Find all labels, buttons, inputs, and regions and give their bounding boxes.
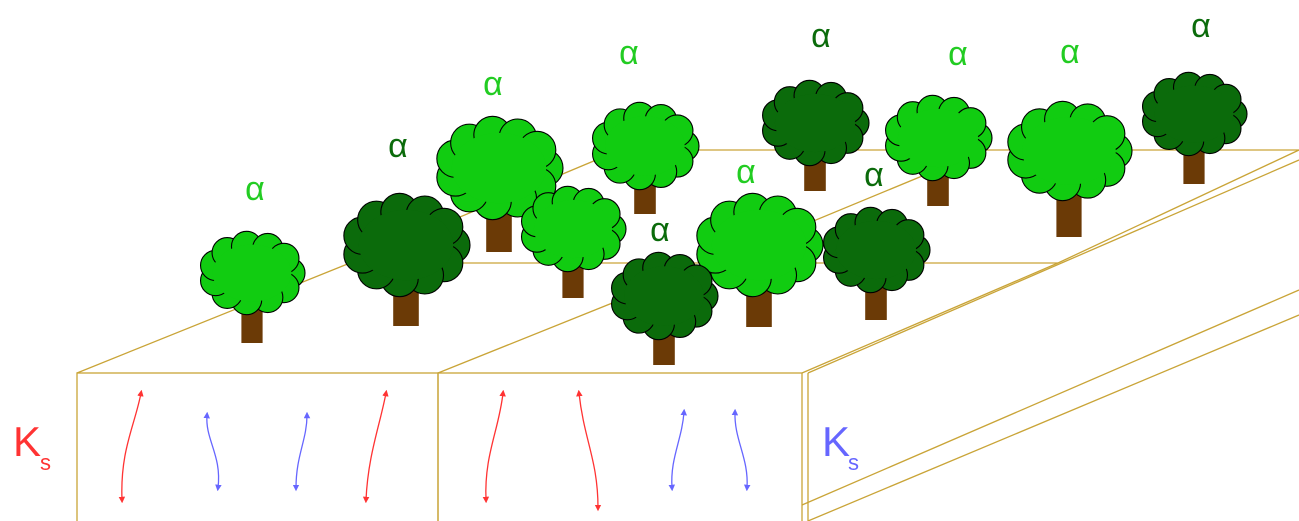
- tree-canopy: [1141, 71, 1248, 157]
- k-subscript-right: s: [848, 450, 859, 475]
- exchange-arrows: [118, 389, 751, 512]
- alpha-label: α: [1060, 33, 1080, 71]
- blue-arrow-3: [668, 408, 688, 492]
- alpha-label: α: [245, 170, 265, 208]
- alpha-label: α: [483, 65, 503, 103]
- tree-canopy: [696, 192, 824, 298]
- side-bottom-edge-2: [807, 314, 1299, 521]
- blue-arrow-2: [292, 411, 311, 492]
- tree-canopy: [343, 192, 471, 298]
- tree-light-green: [199, 230, 306, 343]
- red-arrow-1: [118, 389, 144, 504]
- k-letter-right: K: [822, 418, 850, 465]
- alpha-label-group: α α α α α α α α α α α: [245, 7, 1211, 249]
- tree-canopy: [610, 251, 719, 341]
- k-subscript-left: s: [40, 450, 51, 475]
- tree-dark-green: [1141, 71, 1248, 184]
- alpha-label: α: [736, 153, 756, 191]
- tree-canopy: [591, 101, 700, 191]
- tree-canopy: [199, 230, 306, 316]
- alpha-label: α: [864, 156, 884, 194]
- front-right-panel: [437, 372, 803, 521]
- alpha-label: α: [650, 211, 670, 249]
- ks-label-right: K s: [822, 418, 859, 475]
- tree-light-green: [520, 185, 627, 298]
- tree-group: [199, 71, 1248, 365]
- tree-dark-green: [823, 206, 931, 320]
- blue-arrow-1: [203, 411, 222, 492]
- tree-dark-green: [610, 251, 719, 365]
- tree-canopy: [823, 206, 931, 294]
- red-arrow-2: [362, 389, 389, 504]
- tree-canopy: [1007, 100, 1133, 202]
- tree-light-green: [696, 192, 824, 327]
- tree-light-green: [1007, 100, 1133, 237]
- side-top-edge-2: [807, 159, 1299, 374]
- tree-light-green: [885, 94, 993, 206]
- red-arrow-3: [482, 389, 506, 504]
- front-left-panel: [76, 372, 439, 521]
- red-arrow-4: [576, 389, 602, 512]
- tree-canopy: [885, 94, 993, 182]
- alpha-label: α: [388, 127, 408, 165]
- back-edge-left: [76, 262, 351, 374]
- tree-canopy: [520, 185, 627, 273]
- far-back-right: [1057, 149, 1299, 264]
- blue-arrow-4: [731, 408, 751, 492]
- tree-light-green: [591, 101, 700, 214]
- alpha-label: α: [948, 35, 968, 73]
- tree-dark-green: [343, 192, 471, 326]
- alpha-label: α: [811, 17, 831, 55]
- right-top-edge: [801, 262, 1059, 374]
- alpha-label: α: [619, 34, 639, 72]
- tree-canopy: [762, 79, 870, 167]
- side-bottom-edge-1: [801, 289, 1299, 506]
- k-letter-left: K: [13, 418, 41, 465]
- tree-dark-green: [762, 79, 870, 191]
- alpha-label: α: [1191, 7, 1211, 45]
- ks-label-left: K s: [13, 418, 51, 475]
